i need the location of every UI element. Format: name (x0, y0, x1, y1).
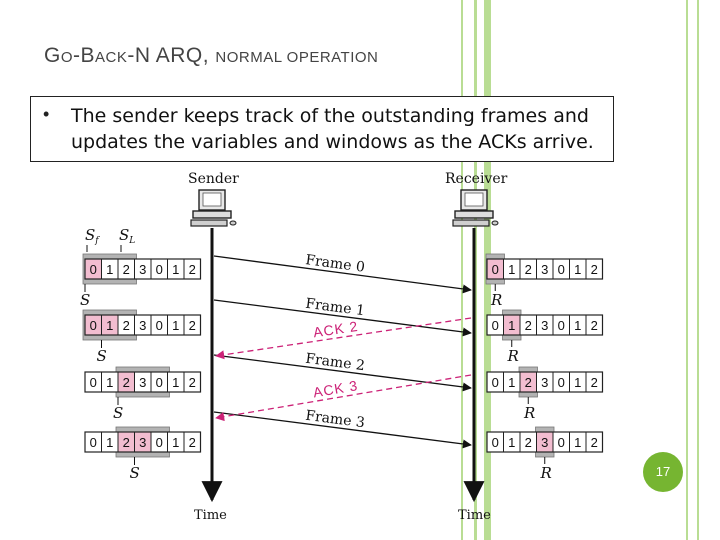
sequence-number: 0 (156, 318, 163, 333)
sequence-number: 3 (541, 318, 548, 333)
r-pointer-label: R (523, 404, 535, 422)
sequence-number: 0 (492, 375, 499, 390)
sequence-number: 2 (123, 435, 130, 450)
sequence-number: 3 (541, 375, 548, 390)
r-pointer-label: R (540, 464, 552, 482)
mouse (230, 221, 236, 225)
sequence-number: 0 (492, 262, 499, 277)
keyboard (191, 220, 227, 226)
sequence-number: 2 (591, 375, 598, 390)
sequence-number: 1 (172, 318, 179, 333)
sequence-number: 2 (525, 375, 532, 390)
system-unit (193, 211, 231, 218)
sequence-number: 2 (591, 435, 598, 450)
s-pointer-label: S (130, 464, 140, 482)
sequence-number: 1 (172, 375, 179, 390)
s-pointer-label: S (97, 347, 107, 365)
sequence-number: 0 (558, 318, 565, 333)
sequence-number: 1 (106, 318, 113, 333)
sequence-number: 0 (156, 262, 163, 277)
sequence-number: 1 (574, 435, 581, 450)
keyboard (453, 220, 489, 226)
sender-time-label: Time (194, 508, 227, 523)
page-number: 17 (643, 452, 683, 492)
sf-label: Sf (85, 226, 100, 246)
s-pointer-label: S (113, 404, 123, 422)
sequence-number: 2 (525, 262, 532, 277)
monitor-screen (465, 193, 483, 206)
sequence-number: 1 (508, 262, 515, 277)
receiver-time-label: Time (458, 508, 491, 523)
sequence-number: 1 (172, 262, 179, 277)
r-pointer-label: R (490, 291, 502, 309)
sequence-number: 0 (156, 375, 163, 390)
sender-computer-icon (191, 190, 236, 226)
sequence-number: 1 (508, 318, 515, 333)
sequence-number: 0 (90, 262, 97, 277)
sequence-number: 3 (541, 435, 548, 450)
sequence-number: 1 (106, 375, 113, 390)
sequence-number: 1 (106, 262, 113, 277)
sl-label: SL (119, 226, 135, 246)
system-unit (455, 211, 493, 218)
sequence-number: 0 (492, 318, 499, 333)
sequence-number: 0 (156, 435, 163, 450)
sequence-number: 2 (189, 318, 196, 333)
sequence-number: 2 (591, 262, 598, 277)
sequence-number: 1 (574, 262, 581, 277)
sequence-number: 2 (189, 375, 196, 390)
sequence-number: 0 (558, 435, 565, 450)
r-pointer-label: R (507, 347, 519, 365)
sequence-number: 2 (189, 262, 196, 277)
s-pointer-label: S (80, 291, 90, 309)
sequence-number: 3 (139, 375, 146, 390)
sequence-number: 2 (591, 318, 598, 333)
ack-label: ACK 2 (312, 318, 359, 341)
sequence-number: 0 (90, 435, 97, 450)
sequence-number: 2 (123, 262, 130, 277)
sequence-number: 0 (558, 375, 565, 390)
sequence-number: 0 (558, 262, 565, 277)
sequence-number: 2 (525, 435, 532, 450)
sequence-number: 1 (106, 435, 113, 450)
sequence-number: 3 (139, 262, 146, 277)
receiver-label: Receiver (445, 171, 508, 187)
sequence-number: 1 (574, 375, 581, 390)
sequence-number: 0 (90, 318, 97, 333)
sequence-number: 2 (525, 318, 532, 333)
sequence-number: 2 (123, 375, 130, 390)
sequence-number: 3 (139, 435, 146, 450)
sequence-number: 1 (508, 435, 515, 450)
ack-label: ACK 3 (312, 377, 360, 400)
mouse (492, 221, 498, 225)
sequence-number: 0 (90, 375, 97, 390)
sequence-number: 3 (139, 318, 146, 333)
sequence-number: 1 (172, 435, 179, 450)
sender-label: Sender (188, 171, 239, 187)
sequence-number: 1 (574, 318, 581, 333)
monitor-screen (203, 193, 221, 206)
sequence-number: 3 (541, 262, 548, 277)
sequence-number: 1 (508, 375, 515, 390)
sender-sequence-row: 0123012 (85, 372, 201, 392)
receiver-computer-icon (453, 190, 498, 226)
sequence-number: 0 (492, 435, 499, 450)
sequence-number: 2 (189, 435, 196, 450)
sequence-number: 2 (123, 318, 130, 333)
